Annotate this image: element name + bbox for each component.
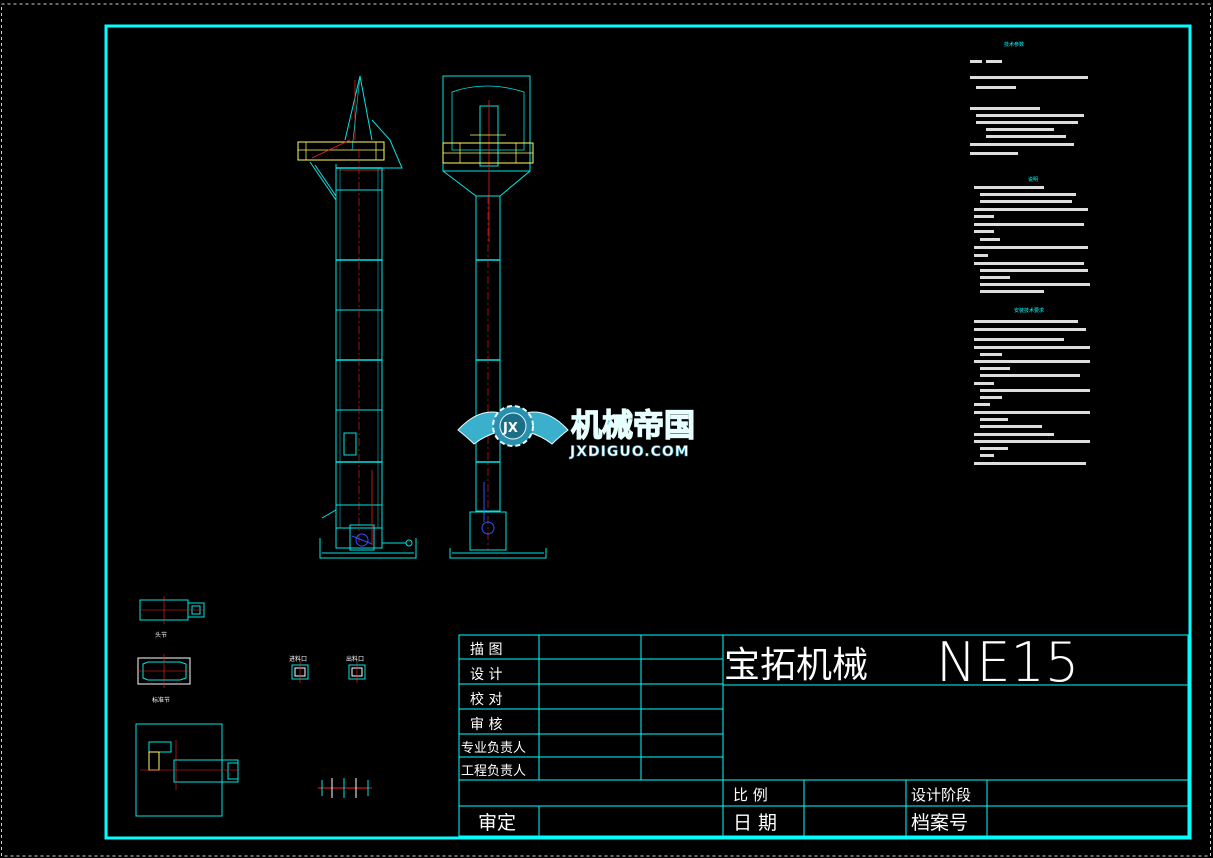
watermark-en: JXDIGUO.COM (569, 444, 690, 460)
notes-text-block-2 (974, 186, 1090, 293)
tb-approve-label: 审定 (478, 812, 516, 834)
notes-text-block-1 (970, 60, 1088, 155)
watermark-cn: 机械帝国 (571, 408, 695, 444)
label-outlet: 出料口 (346, 655, 364, 663)
tb-archive-label: 档案号 (911, 812, 968, 834)
tb-stage-label: 设计阶段 (911, 786, 971, 804)
detail-inlet (291, 661, 309, 683)
tb-row-label: 校 对 (470, 691, 502, 708)
tb-row-label: 工程负责人 (461, 764, 526, 779)
title-block-text: 描 图 设 计 校 对 审 核 专业负责人 工程负责人 审定 宝拓机械 NE15… (461, 631, 1079, 834)
label-standard-section: 标准节 (152, 696, 170, 704)
tb-row-label: 设 计 (470, 667, 502, 683)
sheet-outer-border (1, 3, 1211, 857)
tb-row-label: 专业负责人 (461, 741, 526, 756)
drawing-frame (104, 24, 1192, 840)
detail-flange (318, 778, 372, 798)
notes-install-heading: 安装技术要求 (1014, 307, 1044, 314)
elevator-front-view (297, 75, 417, 559)
tb-scale-label: 比 例 (733, 786, 768, 804)
title-block (458, 634, 1189, 837)
notes-explain-heading: 说明 (1028, 176, 1038, 183)
notes-heading: 技术参数 (1004, 41, 1024, 48)
detail-standard-section (137, 654, 191, 688)
tb-row-label: 描 图 (470, 642, 502, 658)
label-inlet: 进料口 (289, 655, 307, 663)
watermark-badge: JX (502, 421, 518, 436)
detail-outlet (348, 661, 366, 683)
notes-text-block-3 (974, 320, 1090, 465)
technical-notes: 技术参数 说明 (970, 41, 1090, 465)
detail-drive-plan (135, 723, 240, 817)
detail-head-section (139, 596, 205, 624)
tb-row-label: 审 核 (470, 717, 502, 733)
watermark-logo: JX 机械帝国 JXDIGUO.COM (457, 405, 696, 460)
tb-model-name: NE15 (936, 631, 1079, 694)
elevator-side-view (442, 75, 547, 559)
label-head-section: 头节 (155, 631, 167, 639)
tb-company-name: 宝拓机械 (724, 645, 868, 686)
tb-date-label: 日 期 (733, 812, 777, 834)
